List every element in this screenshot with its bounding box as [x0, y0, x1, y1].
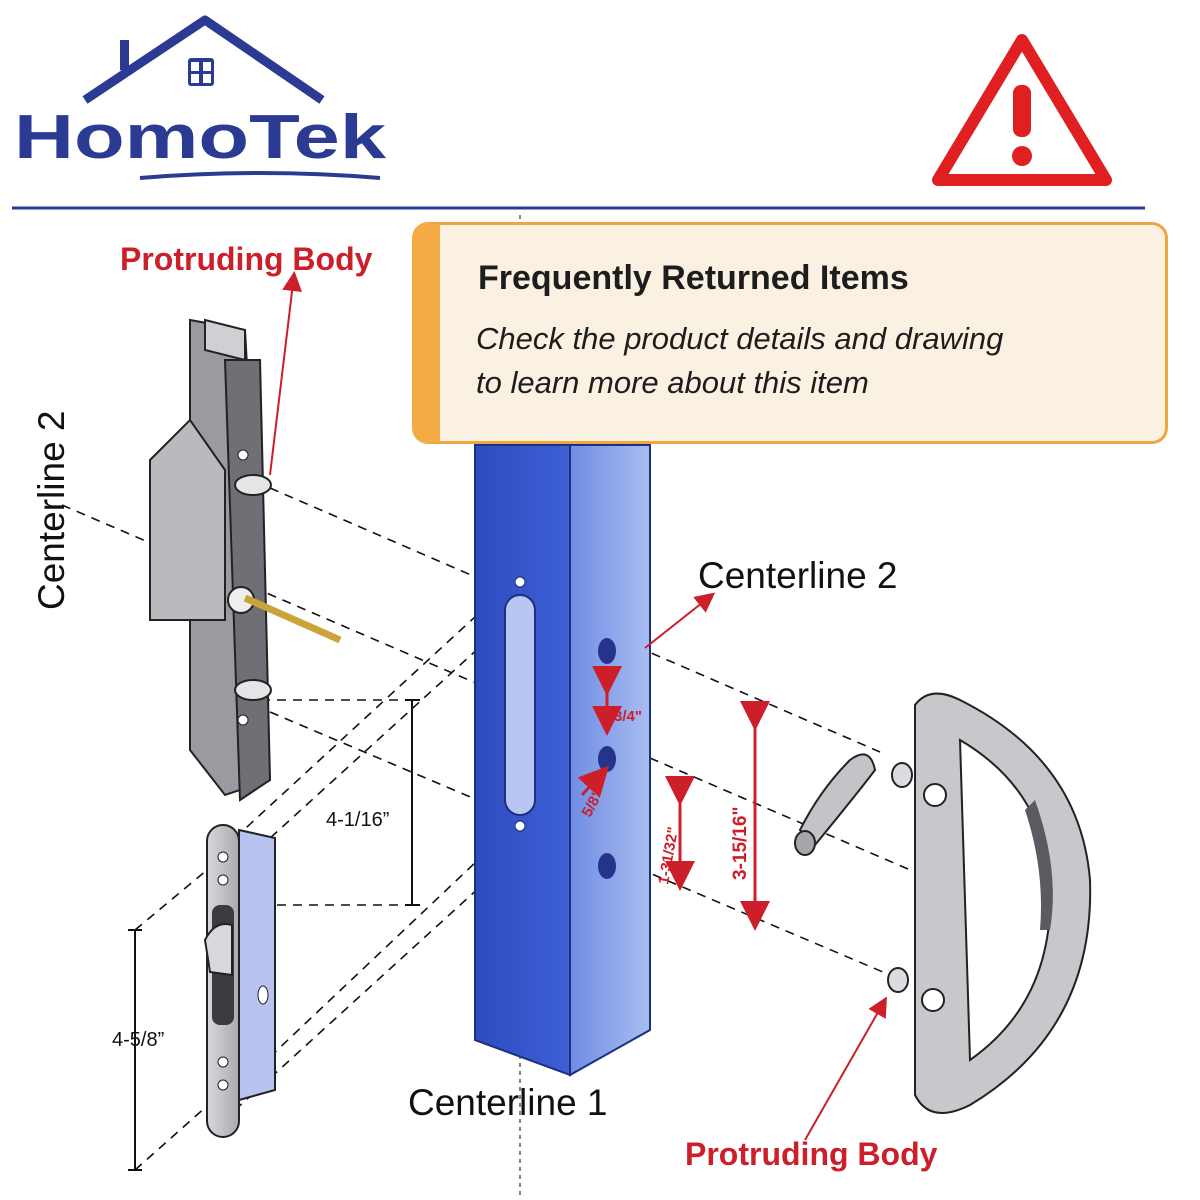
homotek-logo: HomoTek: [14, 15, 387, 180]
centerline-2-vertical-label: Centerline 2: [31, 410, 72, 610]
dim-1-31-32: 1-31/32": [655, 826, 682, 886]
protruding-body-label-bottom: Protruding Body: [685, 1136, 938, 1172]
window-icon: [188, 58, 214, 86]
thumb-latch: [794, 753, 877, 856]
protruding-body-label-top: Protruding Body: [120, 241, 373, 277]
dim-3-4: 3/4": [614, 708, 642, 725]
notice-title: Frequently Returned Items: [478, 259, 909, 297]
tail-piece: [243, 594, 342, 644]
door-handle: [887, 692, 1092, 1114]
mortise-slot: [504, 594, 536, 816]
notice-line-2: to learn more about this item: [476, 365, 869, 400]
svg-text:HomoTek: HomoTek: [14, 103, 387, 172]
warning-icon: [932, 34, 1112, 186]
black-dimensions: [128, 699, 420, 1171]
returns-notice: Frequently Returned Items Check the prod…: [412, 222, 1168, 444]
red-dimensions: [269, 271, 887, 1141]
notice-body: Check the product details and drawing to…: [476, 317, 1156, 405]
dim-3-15-16: 3-15/16": [730, 807, 751, 880]
dim-4-5-8: 4-5/8”: [112, 1029, 164, 1051]
faceplate: [203, 824, 276, 1138]
hole-middle: [598, 746, 616, 772]
centerline-1-label: Centerline 1: [408, 1082, 608, 1123]
hole-bottom: [598, 853, 616, 879]
notice-line-1: Check the product details and drawing: [476, 321, 1004, 356]
centerline-2-label: Centerline 2: [698, 555, 898, 596]
mortise-lock-body: [149, 318, 342, 802]
door-post: [474, 444, 651, 1077]
dim-4-1-16: 4-1/16”: [326, 809, 389, 831]
hole-top: [598, 638, 616, 664]
